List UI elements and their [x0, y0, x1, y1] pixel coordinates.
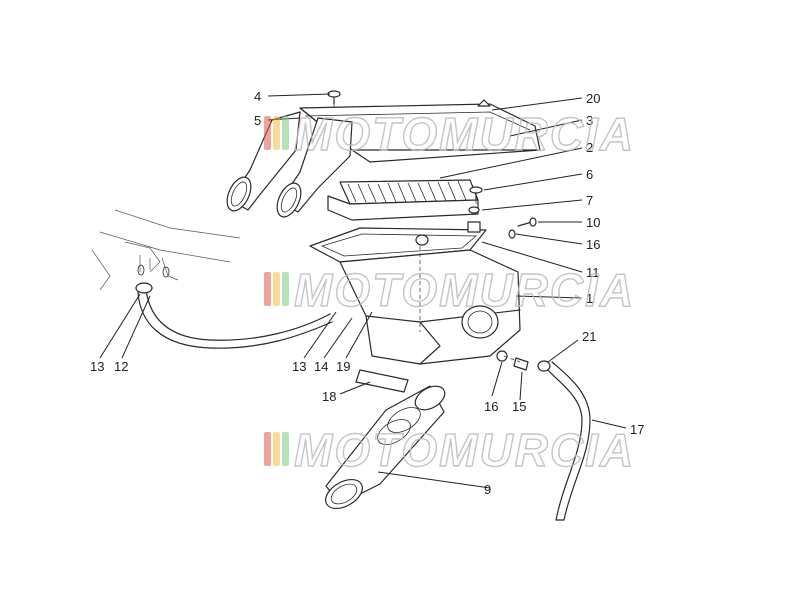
callout-5: 5: [254, 113, 261, 128]
screw-4: [327, 90, 341, 105]
drain-fittings: [496, 350, 551, 372]
callout-10: 10: [586, 215, 600, 230]
callout-13-left: 13: [90, 359, 104, 374]
intake-duct-right: [276, 117, 353, 218]
callout-7: 7: [586, 193, 593, 208]
callout-20: 20: [586, 91, 600, 106]
watermark-stripe: [273, 432, 280, 466]
callout-11: 11: [586, 265, 600, 280]
frame-fragment: [91, 209, 241, 291]
callout-4: 4: [254, 89, 261, 104]
clamp-18: [355, 369, 409, 393]
nut-16: [508, 229, 516, 239]
callout-14: 14: [314, 359, 328, 374]
watermark-stripe: [282, 432, 289, 466]
airbox-lower-body: [339, 249, 521, 365]
watermark-stripe: [282, 116, 289, 150]
screw-10: [517, 217, 537, 227]
spacer-7: [467, 221, 481, 233]
callout-13-center: 13: [292, 359, 306, 374]
callout-15: 15: [512, 399, 526, 414]
washer-7: [468, 206, 480, 214]
watermark-text: MOTOMURCIA: [294, 424, 635, 476]
callout-16-upper: 16: [586, 237, 600, 252]
gasket-frame: [309, 227, 487, 263]
watermark-middle: MOTOMURCIA: [264, 263, 635, 317]
breather-hose-left: [135, 282, 333, 349]
callout-3: 3: [586, 113, 593, 128]
callout-17: 17: [630, 422, 644, 437]
watermark-text: MOTOMURCIA: [294, 108, 635, 160]
air-filter-element: [327, 179, 479, 221]
callout-2: 2: [586, 140, 593, 155]
watermark-stripe: [282, 272, 289, 306]
watermark-stripe: [264, 432, 271, 466]
watermark-stripe: [273, 116, 280, 150]
callout-16-lower: 16: [484, 399, 498, 414]
screw-6: [469, 186, 483, 201]
callout-9: 9: [484, 482, 491, 497]
watermark-stripe: [264, 116, 271, 150]
clamp-14: [415, 234, 429, 246]
callout-19: 19: [336, 359, 350, 374]
leader-lines: [99, 93, 627, 489]
watermark-top: MOTOMURCIA: [264, 107, 635, 161]
callout-21: 21: [582, 329, 596, 344]
watermark-stripe: [273, 272, 280, 306]
callout-12: 12: [114, 359, 128, 374]
callout-18: 18: [322, 389, 336, 404]
callout-numbers: 4 5 20 3 2 6 7 10 16 11 1 21 17 9 18 15 …: [90, 89, 644, 497]
callout-6: 6: [586, 167, 593, 182]
intake-duct-9: [325, 385, 446, 510]
breather-hose-right: [545, 361, 591, 521]
callout-1: 1: [586, 291, 593, 306]
watermark-bottom: MOTOMURCIA: [264, 423, 635, 477]
watermark-stripe: [264, 272, 271, 306]
grommet-20: [477, 99, 491, 107]
watermark-text: MOTOMURCIA: [294, 264, 635, 316]
assembly-dashed-lines: [333, 104, 521, 363]
